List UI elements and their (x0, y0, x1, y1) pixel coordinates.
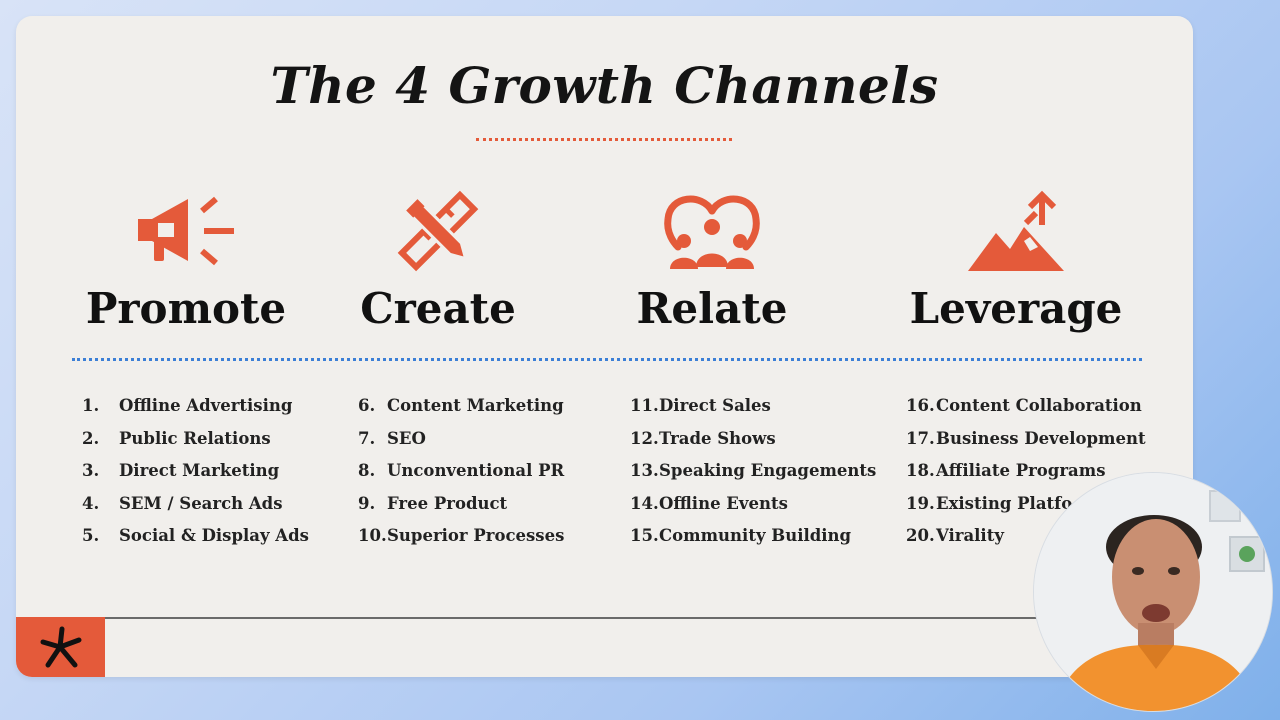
list-item: 13.Speaking Engagements (630, 461, 877, 480)
list-item: 2.Public Relations (82, 428, 271, 448)
list-item: 5.Social & Display Ads (82, 526, 309, 545)
list-item: 16.Content Collaboration (906, 396, 1142, 415)
list-item: 6.Content Marketing (358, 396, 564, 415)
slide: The 4 Growth Channels Promote (16, 16, 1193, 677)
footer-bar (16, 617, 1193, 677)
list-item: 19.Existing Platfo (906, 493, 1073, 513)
list-item: 4.SEM / Search Ads (82, 493, 283, 513)
list-item: 10.Superior Processes (358, 526, 565, 545)
channel-heading: Leverage (909, 284, 1123, 333)
mountain-arrow-icon (876, 186, 1156, 276)
list-item: 14.Offline Events (630, 493, 788, 513)
channel-heading: Create (360, 284, 516, 333)
promote-list: 1.Offline Advertising 2.Public Relations… (82, 396, 309, 559)
list-item: 18.Affiliate Programs (906, 461, 1106, 480)
list-item: 7.SEO (358, 428, 426, 448)
list-item: 9.Free Product (358, 493, 508, 513)
slide-title: The 4 Growth Channels (270, 56, 939, 115)
title-divider (476, 138, 732, 141)
list-item: 3.Direct Marketing (82, 461, 280, 480)
relate-list: 11.Direct Sales 12.Trade Shows 13.Speaki… (630, 396, 876, 559)
section-divider (72, 358, 1142, 361)
list-item: 11.Direct Sales (630, 396, 771, 415)
brand-logo (16, 617, 105, 677)
channel-leverage: Leverage (876, 186, 1156, 333)
channel-create: Create (298, 186, 578, 333)
list-item: 17.Business Development (906, 428, 1146, 448)
channel-relate: Relate (572, 186, 852, 333)
list-item: 12.Trade Shows (630, 428, 776, 448)
community-icon (572, 186, 852, 276)
list-item: 20.Virality (906, 526, 1004, 545)
list-item: 8.Unconventional PR (358, 461, 565, 480)
asterisk-logo-icon (40, 626, 81, 668)
presenter-webcam (1033, 472, 1273, 712)
pencil-ruler-icon (298, 186, 578, 276)
list-item: 1.Offline Advertising (82, 396, 293, 415)
list-item: 15.Community Building (630, 526, 852, 545)
channel-heading: Promote (85, 284, 287, 333)
presenter-avatar (1034, 473, 1272, 711)
channel-promote: Promote (46, 186, 326, 333)
leverage-list: 16.Content Collaboration 17.Business Dev… (906, 396, 1146, 559)
channel-heading: Relate (636, 284, 788, 333)
create-list: 6.Content Marketing 7.SEO 8.Unconvention… (358, 396, 564, 559)
megaphone-icon (46, 186, 326, 276)
